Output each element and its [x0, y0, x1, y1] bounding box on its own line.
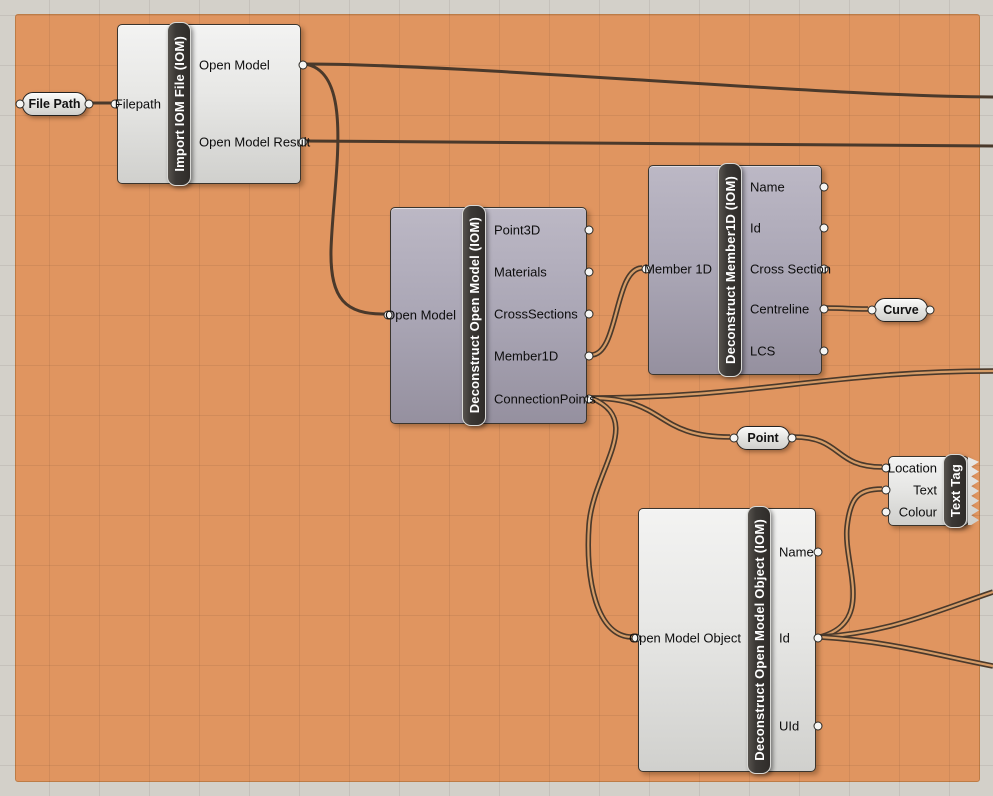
deconstruct-member1d-output-cross-section-label: Cross Section	[750, 261, 831, 277]
wire-id-to-text[interactable]	[819, 486, 883, 640]
import-iom-file-input-filepath-nub[interactable]	[110, 99, 120, 109]
wire-member1d-to-member-1d[interactable]	[590, 266, 643, 357]
wire-connectionpoints-to-point[interactable]	[590, 396, 731, 439]
deconstruct-open-model-object-output-uid-nub[interactable]	[813, 721, 823, 731]
deconstruct-open-model-output-crosssections-nub[interactable]	[584, 309, 594, 319]
text-tag-input-text-label: Text	[913, 482, 937, 498]
import-iom-file-output-open-model-result-label: Open Model Result	[199, 134, 311, 150]
deconstruct-member1d-output-cross-section-nub[interactable]	[819, 264, 829, 274]
text-tag-input-colour-nub[interactable]	[881, 507, 891, 517]
deconstruct-open-model-output-member1d-label: Member1D	[494, 348, 559, 364]
deconstruct-member1d-name-bar[interactable]: Deconstruct Member1D (IOM)	[718, 163, 742, 377]
wire-open-model-to-deconstruct[interactable]	[304, 62, 385, 316]
deconstruct-member1d-input-member-1d-in-label: Member 1D	[644, 261, 712, 277]
wire-point-to-location[interactable]	[793, 435, 883, 469]
deconstruct-member1d-title: Deconstruct Member1D (IOM)	[722, 176, 738, 364]
point-label: Point	[747, 431, 779, 445]
text-tag-title: Text Tag	[947, 464, 963, 518]
wire-connectionpoints-to-open-model-object[interactable]	[587, 396, 633, 639]
import-iom-file-output-open-model-nub[interactable]	[298, 60, 308, 70]
deconstruct-open-model-output-member1d-nub[interactable]	[584, 351, 594, 361]
deconstruct-open-model-title: Deconstruct Open Model (IOM)	[466, 217, 482, 414]
wire-id-to-right-edge-lower[interactable]	[819, 635, 993, 668]
component-deconstruct-open-model[interactable]: Deconstruct Open Model (IOM) Open Model Po…	[383, 205, 596, 426]
deconstruct-open-model-output-point3d-nub[interactable]	[584, 225, 594, 235]
deconstruct-member1d-output-id-nub[interactable]	[819, 223, 829, 233]
deconstruct-open-model-object-output-uid-label: UId	[779, 718, 800, 734]
deconstruct-open-model-object-input-open-model-object-in-label: Open Model Object	[628, 630, 741, 646]
deconstruct-open-model-object-output-name-nub[interactable]	[813, 547, 823, 557]
file-path-label: File Path	[28, 97, 81, 111]
wire-open-model-result-to-right-edge[interactable]	[304, 139, 993, 148]
deconstruct-open-model-output-materials-label: Materials	[494, 264, 547, 280]
curve-output-nub[interactable]	[925, 305, 935, 315]
deconstruct-member1d-output-centreline-label: Centreline	[750, 301, 810, 317]
text-tag-input-text-nub[interactable]	[881, 485, 891, 495]
deconstruct-open-model-object-name-bar[interactable]: Deconstruct Open Model Object (IOM)	[747, 506, 771, 774]
import-iom-file-output-open-model-label: Open Model	[199, 57, 270, 73]
capsule-file-path[interactable]: File Path	[15, 92, 94, 116]
wire-connectionpoints-to-right-edge[interactable]	[590, 369, 993, 400]
text-tag-zigzag-edge	[968, 457, 979, 525]
wire-centreline-to-curve[interactable]	[825, 306, 869, 311]
deconstruct-open-model-output-crosssections-label: CrossSections	[494, 306, 578, 322]
deconstruct-open-model-input-open-model-in-nub[interactable]	[383, 310, 393, 320]
deconstruct-member1d-output-lcs-nub[interactable]	[819, 346, 829, 356]
wire-id-to-right-edge-upper[interactable]	[819, 589, 993, 640]
import-iom-file-input-filepath-label: Filepath	[114, 96, 161, 112]
deconstruct-open-model-output-connectionpoints-nub[interactable]	[584, 394, 594, 404]
point-input-nub[interactable]	[729, 433, 739, 443]
import-iom-file-title: Import IOM File (IOM)	[171, 36, 187, 172]
deconstruct-open-model-output-materials-nub[interactable]	[584, 267, 594, 277]
deconstruct-open-model-object-output-id-label: Id	[779, 630, 790, 646]
text-tag-input-location-label: Location	[887, 460, 937, 476]
wire-open-model-to-right-edge[interactable]	[304, 62, 993, 99]
file-path-input-nub[interactable]	[15, 99, 25, 109]
capsule-point[interactable]: Point	[729, 426, 797, 450]
deconstruct-member1d-output-id-label: Id	[750, 220, 761, 236]
deconstruct-member1d-output-name-nub[interactable]	[819, 182, 829, 192]
capsule-curve[interactable]: Curve	[867, 298, 935, 322]
deconstruct-open-model-object-title: Deconstruct Open Model Object (IOM)	[751, 519, 767, 761]
deconstruct-open-model-name-bar[interactable]: Deconstruct Open Model (IOM)	[462, 205, 486, 426]
deconstruct-member1d-output-lcs-label: LCS	[750, 343, 776, 359]
deconstruct-member1d-output-centreline-nub[interactable]	[819, 304, 829, 314]
deconstruct-open-model-object-input-open-model-object-in-nub[interactable]	[631, 633, 641, 643]
text-tag-name-bar[interactable]: Text Tag	[943, 454, 967, 528]
wire-id-to-right-edge-upper[interactable]	[819, 590, 993, 639]
text-tag-input-colour-label: Colour	[898, 504, 937, 520]
import-iom-file-name-bar[interactable]: Import IOM File (IOM)	[167, 22, 191, 186]
curve-input-nub[interactable]	[867, 305, 877, 315]
point-output-nub[interactable]	[787, 433, 797, 443]
deconstruct-open-model-object-output-id-nub[interactable]	[813, 633, 823, 643]
curve-label: Curve	[883, 303, 919, 317]
deconstruct-open-model-output-connectionpoints-label: ConnectionPoints	[494, 391, 596, 407]
text-tag-input-location-nub[interactable]	[881, 463, 891, 473]
import-iom-file-output-open-model-result-nub[interactable]	[298, 137, 308, 147]
deconstruct-member1d-output-name-label: Name	[750, 179, 785, 195]
component-deconstruct-open-model-object[interactable]: Deconstruct Open Model Object (IOM) Open …	[629, 506, 823, 774]
wires	[91, 62, 993, 669]
deconstruct-member1d-input-member-1d-in-nub[interactable]	[641, 264, 651, 274]
file-path-output-nub[interactable]	[84, 99, 94, 109]
deconstruct-open-model-object-output-name-label: Name	[779, 544, 814, 560]
deconstruct-open-model-output-point3d-label: Point3D	[494, 222, 541, 238]
deconstruct-open-model-input-open-model-in-label: Open Model	[385, 307, 456, 323]
wire-id-to-text[interactable]	[819, 487, 883, 639]
